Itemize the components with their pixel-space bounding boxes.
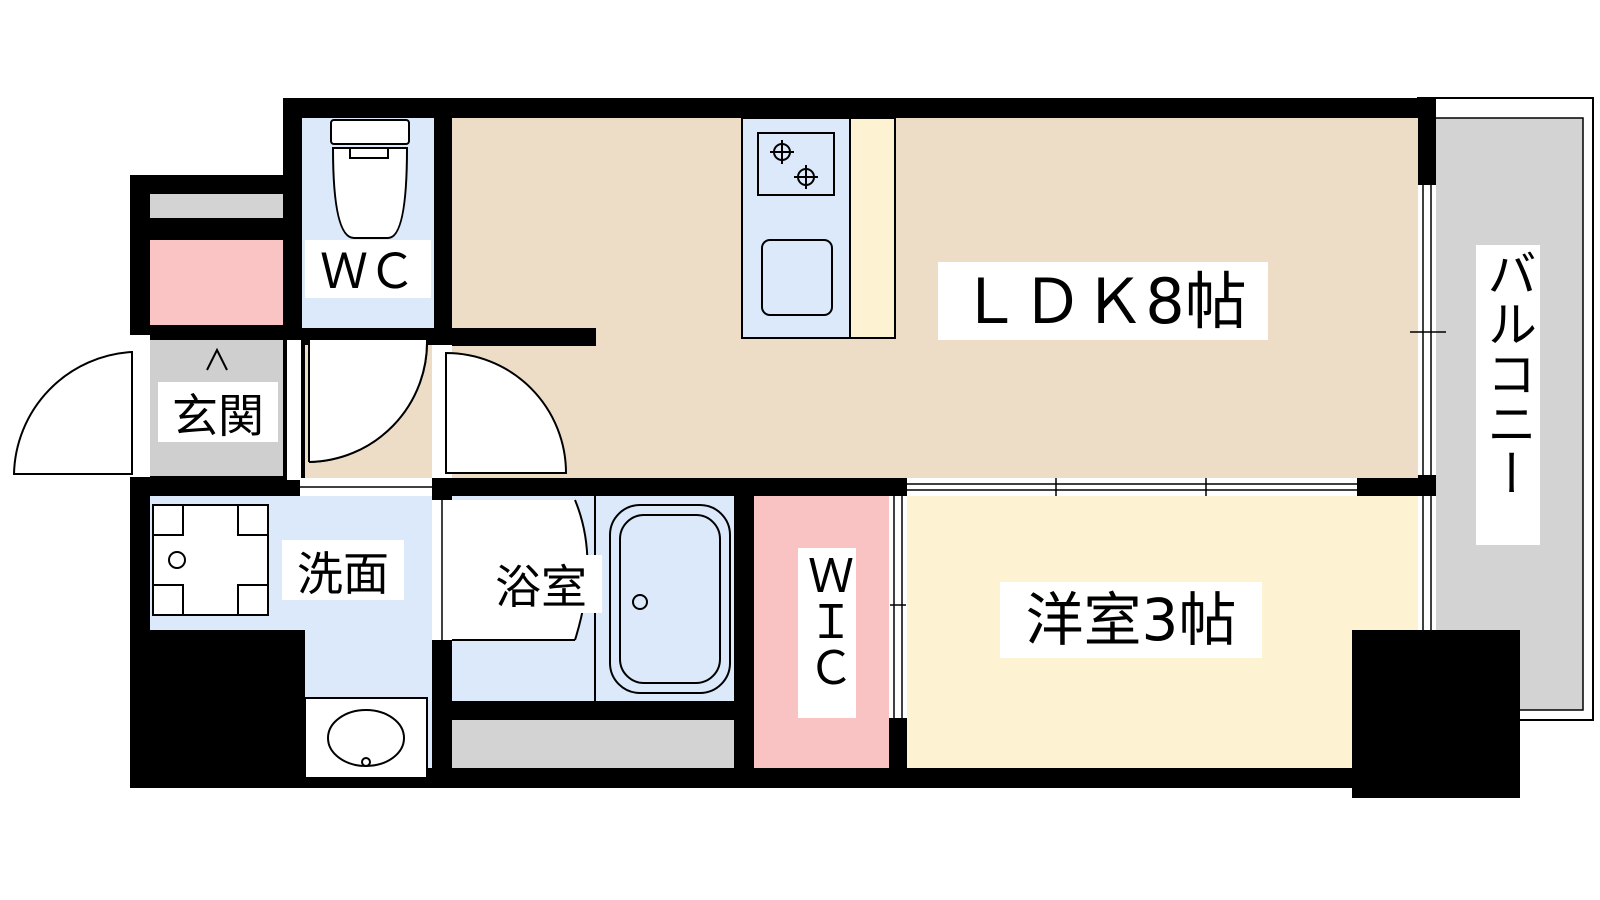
entrance-door-swing <box>12 350 133 475</box>
genkan-storage-top <box>150 194 283 218</box>
genkan-arrow-icon <box>206 347 228 371</box>
ldk-stub-wall <box>432 328 596 346</box>
wic-door-opening <box>889 496 907 718</box>
shoe-box <box>150 240 283 325</box>
youshitsu-label: 洋室3帖 <box>1026 586 1237 654</box>
wc-label: ＷＣ <box>320 244 416 300</box>
washing-machine-icon <box>152 504 269 616</box>
ldk-label-bg <box>938 262 1268 340</box>
balcony-label-bg <box>1476 245 1540 545</box>
senmen-label: 洗面 <box>297 547 389 601</box>
room-youshitsu-upper <box>1352 496 1418 630</box>
ldk-window <box>1418 185 1436 475</box>
outer-wall-bottom-right <box>1352 630 1520 798</box>
genkan-label: 玄関 <box>172 389 264 443</box>
yokushitsu-label: 浴室 <box>495 560 587 614</box>
sliding-partition <box>907 478 1357 496</box>
wic-label: ＷＩＣ <box>801 552 855 690</box>
yokushitsu-label-bg <box>480 555 602 613</box>
wc-door-fill <box>309 340 428 462</box>
kitchen-stove <box>757 132 835 196</box>
ldk-door-swing <box>445 351 568 474</box>
wc-label-bg <box>305 240 431 298</box>
entrance-opening <box>130 335 150 477</box>
burner-icon <box>770 140 818 189</box>
senmen-label-bg <box>282 540 404 600</box>
kitchen-sink <box>761 239 833 316</box>
youshitsu-label-bg <box>1000 582 1262 658</box>
balcony-label: バルコニー <box>1479 248 1537 498</box>
genkan-label-bg <box>158 382 278 442</box>
senmen-lower-wall <box>130 630 305 788</box>
washbasin-icon <box>304 697 428 779</box>
toilet-icon <box>330 119 410 239</box>
wic-label-bg <box>798 548 856 718</box>
ldk-label: ＬＤＫ8帖 <box>959 265 1246 338</box>
youshitsu-window <box>1418 496 1436 630</box>
bath-storage <box>452 720 734 768</box>
kitchen-shelf <box>849 117 896 339</box>
room-ldk <box>452 118 1418 478</box>
